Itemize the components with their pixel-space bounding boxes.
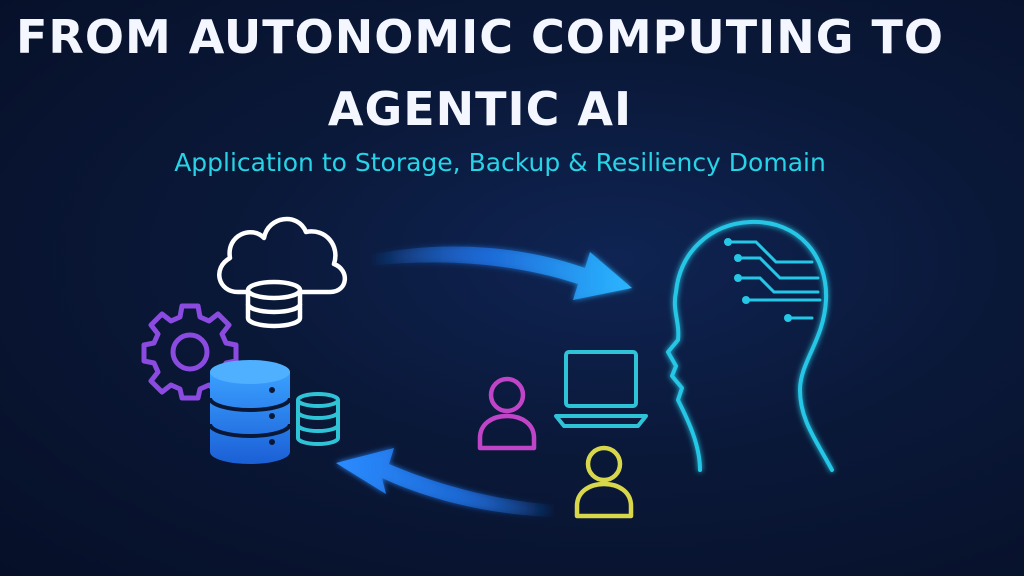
arrow-left-icon <box>336 448 555 517</box>
circuit-icon <box>726 240 822 320</box>
laptop-icon <box>554 350 648 428</box>
gear-icon <box>141 303 239 401</box>
cloud-storage-icon <box>217 216 347 329</box>
cloud-database-icon <box>245 279 303 329</box>
title-line-1: FROM AUTONOMIC COMPUTING TO <box>16 10 944 64</box>
arrow-right-icon <box>370 246 632 300</box>
database-icon <box>296 392 340 446</box>
server-stack-icon <box>208 360 292 464</box>
subtitle: Application to Storage, Backup & Resilie… <box>174 148 826 177</box>
person-icon <box>574 445 634 519</box>
person-icon <box>477 376 537 451</box>
ai-head-icon <box>666 219 834 472</box>
circuit-nodes <box>724 238 792 322</box>
title-line-2: AGENTIC AI <box>327 82 633 136</box>
